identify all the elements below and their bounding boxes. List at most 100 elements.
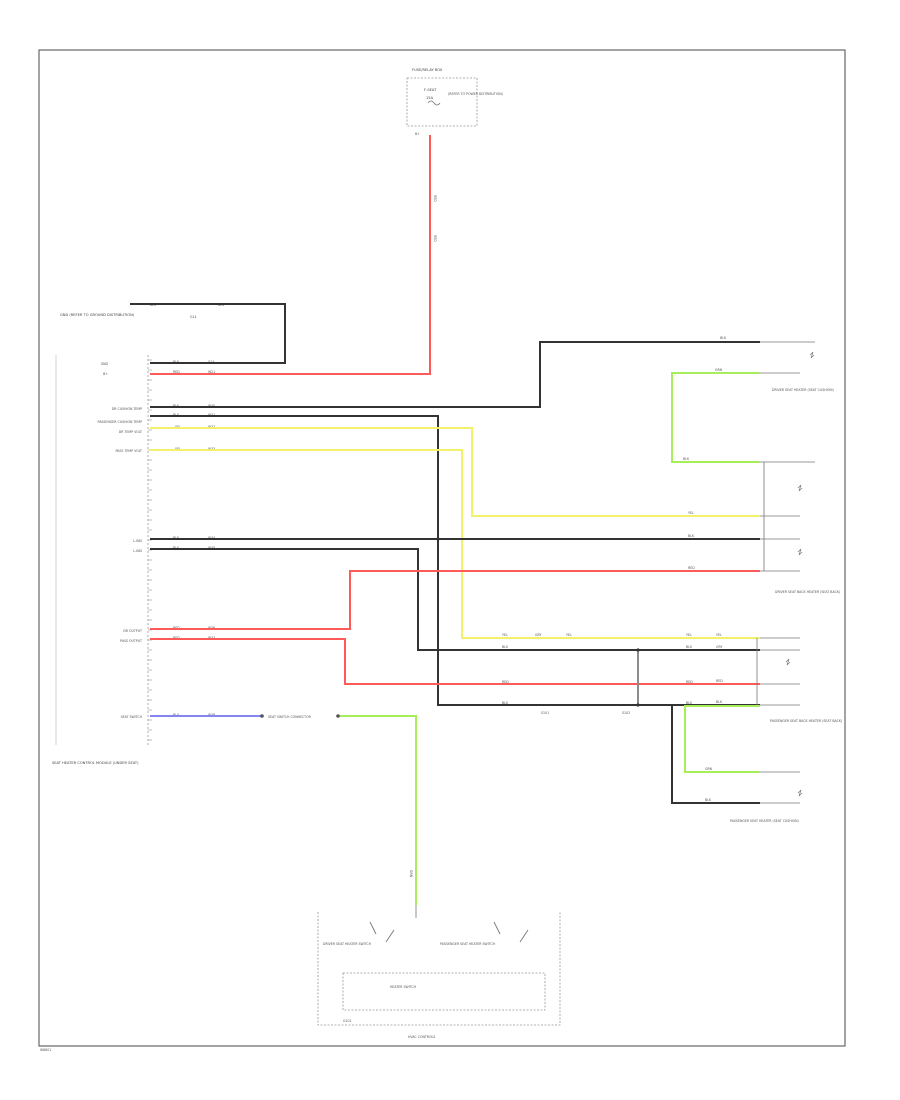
heater-switch-bottom-label: HVAC CONTROLS bbox=[408, 1035, 435, 1039]
pin-wire-color: RED bbox=[173, 370, 180, 374]
passenger-switch-contact-icon bbox=[493, 921, 529, 943]
diagram-border bbox=[38, 49, 846, 1047]
fuse-terminal: B+ bbox=[415, 132, 420, 136]
fuse-rating: 15A bbox=[426, 96, 434, 100]
fuse-box-note: (REFER TO POWER DISTRIBUTION) bbox=[448, 92, 503, 96]
fuse-relay-box: FUSE/RELAY BOX F-SEAT 15A (REFER TO POWE… bbox=[406, 68, 503, 136]
pin-label: DR TEMP VOLT bbox=[119, 430, 142, 434]
heater-element-icon bbox=[809, 351, 815, 359]
fuse-box-outline bbox=[406, 77, 478, 127]
pin-label: PASS OUTPUT bbox=[120, 639, 142, 643]
wire-green-to-switch bbox=[338, 715, 417, 905]
switch-outline bbox=[317, 912, 561, 1026]
wire-red-pass-output bbox=[150, 638, 760, 685]
harness-label: RED bbox=[502, 680, 509, 684]
pin-label: L-IND bbox=[133, 539, 142, 543]
driver-switch-contact-icon bbox=[369, 921, 395, 943]
wire-red-fuse-feed bbox=[150, 135, 431, 375]
wires bbox=[130, 135, 760, 905]
splice-label: S101 bbox=[541, 711, 549, 715]
harness-label: BLK bbox=[686, 701, 693, 705]
driver-switch-label: DRIVER SEAT HEATER SWITCH bbox=[323, 942, 372, 946]
pin-label: PASS TEMP VOLT bbox=[115, 449, 142, 453]
right-connector-labels: DRIVER SEAT HEATER (SEAT CUSHION) BLK GR… bbox=[683, 336, 842, 823]
pin-label: B+ bbox=[103, 372, 108, 376]
module-pin-labels: GND B+ DR CUSHION TEMP PASSENGER CUSHION… bbox=[97, 362, 142, 719]
connector-wire-label: RED bbox=[688, 566, 695, 570]
harness-label: YEL bbox=[502, 633, 508, 637]
connector-wire-label: YEL bbox=[688, 511, 694, 515]
connector-wire-label: YEL bbox=[716, 633, 722, 637]
harness-label: BLK bbox=[502, 701, 509, 705]
harness-labels: YEL GRY YEL BLK YEL BLK RED RED BLK BLK … bbox=[433, 195, 693, 705]
heater-element-icon bbox=[797, 789, 803, 797]
wire-red-dr-output bbox=[150, 570, 760, 630]
pin-label: SEAT SWITCH bbox=[121, 715, 143, 719]
connector-wire-label: GRN bbox=[715, 368, 723, 372]
pin-label: GND bbox=[101, 362, 109, 366]
harness-label: RED bbox=[686, 680, 693, 684]
wire-black-passenger-cushion bbox=[671, 705, 760, 804]
connector-label: PASSENGER SEAT HEATER (SEAT CUSHION) bbox=[730, 819, 799, 823]
heater-switch-corner-label: G101 bbox=[343, 1019, 352, 1023]
connector-wire-label: BLK bbox=[683, 457, 690, 461]
connector-wire-label: BLK bbox=[705, 798, 712, 802]
splice-label: S102 bbox=[622, 711, 630, 715]
connector-pin-icon bbox=[260, 714, 264, 718]
splice-dot bbox=[636, 703, 640, 707]
pin-wire-circuit: W21 bbox=[208, 370, 215, 374]
wire-black-pass-cushion bbox=[150, 415, 760, 706]
fuse-name: F-SEAT bbox=[424, 88, 437, 92]
fuse-wire-label: RED bbox=[433, 235, 437, 242]
pin-label: DR OUTPUT bbox=[123, 629, 142, 633]
heater-switch-assembly: GRN HEATER SWITCH DRIVER SEAT HEATER SWI… bbox=[317, 870, 561, 1039]
connector-label: DRIVER SEAT BACK HEATER (SEAT BACK) bbox=[775, 590, 840, 594]
module-title: SEAT HEATER CONTROL MODULE (UNDER SEAT) bbox=[52, 761, 139, 765]
harness-label: BLK bbox=[686, 645, 693, 649]
connector-wire-label: BLK bbox=[688, 534, 695, 538]
connector-label: DRIVER SEAT HEATER (SEAT CUSHION) bbox=[772, 388, 834, 392]
seat-switch-connector: SEAT SWITCH CONNECTOR bbox=[260, 714, 340, 719]
seat-switch-connector-label: SEAT SWITCH CONNECTOR bbox=[268, 715, 312, 719]
connector-wire-label: BLK bbox=[716, 700, 723, 704]
connector-wire-label: GRY bbox=[716, 645, 722, 649]
splice-dot bbox=[636, 648, 640, 652]
pin-label: PASSENGER CUSHION TEMP bbox=[97, 420, 142, 424]
wire-black-l-ind-2 bbox=[150, 548, 760, 651]
pin-label: DR CUSHION TEMP bbox=[112, 407, 142, 411]
pin-label: L-IND bbox=[133, 549, 142, 553]
connector-pin-icon bbox=[336, 714, 340, 718]
green-wire-label: GRN bbox=[409, 870, 413, 878]
wire-yellow-pass-temp bbox=[150, 449, 760, 639]
fuse-box-title: FUSE/RELAY BOX bbox=[412, 68, 443, 72]
switch-inner-box bbox=[342, 972, 546, 1011]
splice-dot bbox=[436, 537, 440, 541]
harness-label: GRY bbox=[535, 633, 541, 637]
wire-green-driver-seat bbox=[671, 372, 760, 463]
left-control-module: SEAT HEATER CONTROL MODULE (UNDER SEAT) bbox=[52, 355, 149, 765]
wire-black-dr-cushion bbox=[150, 341, 760, 408]
right-terminals bbox=[756, 341, 815, 804]
connector-label: PASSENGER SEAT BACK HEATER (SEAT BACK) bbox=[770, 719, 842, 723]
connector-wire-label: GRN bbox=[705, 767, 713, 771]
ground-connection: GND (REFER TO GROUND DISTRIBUTION) BLK B… bbox=[60, 303, 225, 319]
diagram-footer-code: W8801 bbox=[40, 1048, 51, 1052]
harness-label: YEL bbox=[686, 633, 692, 637]
ground-wire-label-3: G14 bbox=[190, 315, 197, 319]
connector-wire-label: BLK bbox=[720, 336, 727, 340]
wire-yellow-dr-temp bbox=[150, 427, 760, 517]
harness-label: BLK bbox=[502, 645, 509, 649]
fuse-wire-label: RED bbox=[433, 195, 437, 202]
wire-green-passenger-seat bbox=[684, 705, 760, 773]
wire-black-ground bbox=[130, 303, 286, 364]
heater-element-icon bbox=[797, 548, 803, 556]
passenger-switch-label: PASSENGER SEAT HEATER SWITCH bbox=[440, 942, 496, 946]
fuse-symbol-icon bbox=[427, 100, 441, 106]
ground-label: GND (REFER TO GROUND DISTRIBUTION) bbox=[60, 313, 135, 317]
heater-element-icon bbox=[797, 484, 803, 492]
heater-switch-title: HEATER SWITCH bbox=[390, 985, 417, 989]
connector-wire-label: RED bbox=[716, 679, 723, 683]
splices: S101 S102 bbox=[436, 537, 640, 715]
heater-element-icon bbox=[785, 658, 791, 666]
